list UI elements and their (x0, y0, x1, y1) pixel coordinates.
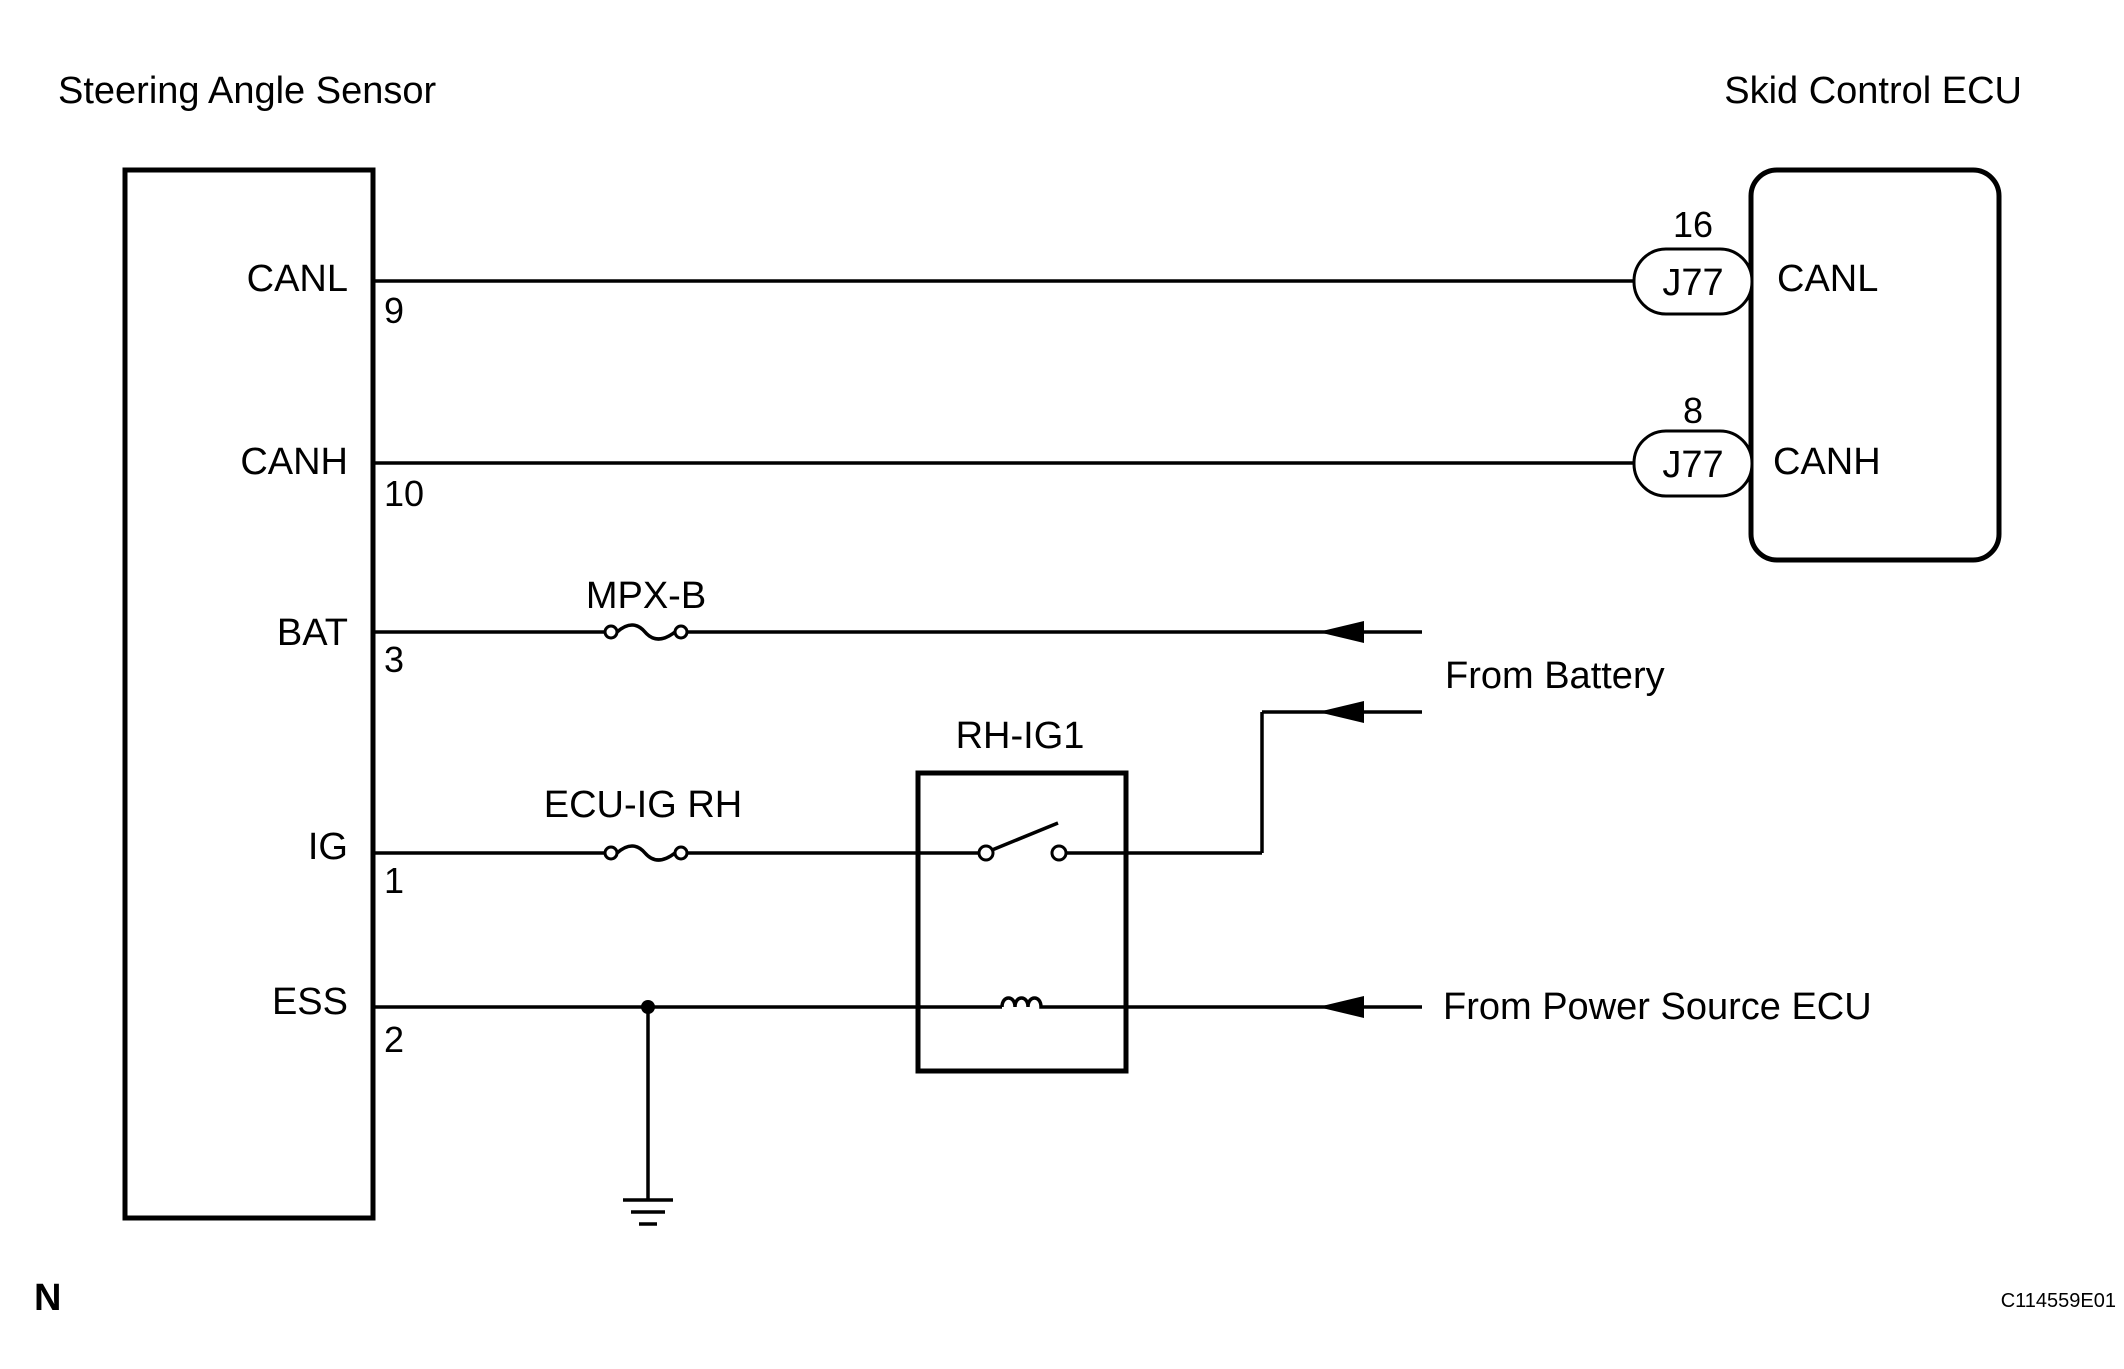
mpx-b-fuse-terminal-left (603, 624, 619, 640)
sensor-title: Steering Angle Sensor (58, 70, 436, 112)
j77-connector-canl (1632, 247, 1754, 316)
ecu-canl-label: CANL (1777, 258, 1878, 300)
ecu-ig-rh-fuse-label: ECU-IG RH (544, 784, 742, 826)
terminal-ig-label: IG (308, 826, 348, 868)
relay-switch-contact-right (1050, 844, 1068, 862)
ecu-pin-16-label: 16 (1673, 204, 1713, 245)
battery-arrow-icon-lower (1318, 701, 1364, 723)
skid-control-ecu-box (1748, 167, 2002, 563)
footer-left-mark: N (34, 1277, 61, 1319)
relay-switch-blade-icon (991, 821, 1059, 852)
relay-label: RH-IG1 (956, 715, 1085, 757)
pin-2-label: 2 (384, 1019, 404, 1060)
pin-9-label: 9 (384, 290, 404, 331)
power-source-arrow-icon (1318, 996, 1364, 1018)
mpx-b-fuse-icon (615, 623, 677, 641)
from-battery-label: From Battery (1445, 655, 1665, 697)
ecu-ig-rh-fuse-terminal-right (673, 845, 689, 861)
pin-10-label: 10 (384, 473, 424, 514)
ecu-pin-8-label: 8 (1683, 390, 1703, 431)
ecu-canh-label: CANH (1773, 441, 1881, 483)
ecu-ig-rh-fuse-terminal-left (603, 845, 619, 861)
ecu-ig-rh-fuse-icon (615, 844, 677, 862)
terminal-canl-label: CANL (247, 258, 348, 300)
relay-switch-contact-left (977, 844, 995, 862)
relay-coil-icon (1000, 996, 1046, 1009)
figure-code-label: C114559E01 (2001, 1290, 2116, 1312)
j77-connector-canh (1632, 429, 1754, 498)
mpx-b-fuse-terminal-right (673, 624, 689, 640)
battery-arrow-icon-upper (1318, 621, 1364, 643)
from-power-source-ecu-label: From Power Source ECU (1443, 986, 1872, 1028)
terminal-ess-label: ESS (272, 981, 348, 1023)
ecu-title: Skid Control ECU (1724, 70, 2022, 112)
pin-1-label: 1 (384, 860, 404, 901)
j77-canl-label: J77 (1662, 262, 1723, 304)
mpx-b-fuse-label: MPX-B (586, 575, 706, 617)
rh-ig1-relay-box (915, 770, 1129, 1074)
terminal-bat-label: BAT (277, 612, 348, 654)
terminal-canh-label: CANH (240, 441, 348, 483)
pin-3-label: 3 (384, 639, 404, 680)
steering-angle-sensor-box (122, 167, 376, 1221)
j77-canh-label: J77 (1662, 444, 1723, 486)
